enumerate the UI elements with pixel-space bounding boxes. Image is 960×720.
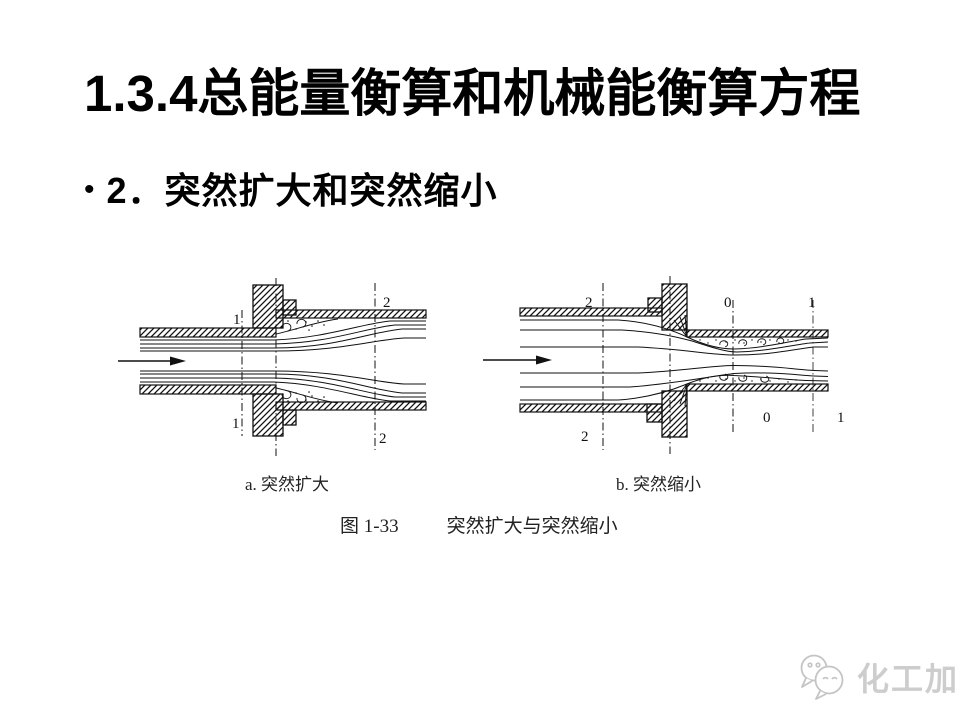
stipple-dots bbox=[699, 377, 797, 383]
large-pipe-top-wall bbox=[275, 309, 427, 319]
figure-number: 图 1-33 bbox=[340, 516, 399, 537]
eddy-top bbox=[699, 337, 797, 348]
corner-fan bbox=[673, 314, 688, 338]
flange bbox=[646, 283, 688, 438]
label-1-top: 1 bbox=[233, 312, 241, 328]
stipple-dots bbox=[279, 320, 325, 331]
small-pipe-bottom-wall bbox=[686, 383, 829, 392]
small-pipe-top-wall bbox=[139, 327, 277, 338]
streamlines bbox=[140, 318, 426, 404]
label-0-bottom: 0 bbox=[763, 410, 771, 426]
small-pipe-top-wall bbox=[686, 329, 829, 338]
large-pipe-bottom-wall bbox=[275, 401, 427, 411]
corner-fan bbox=[673, 383, 688, 407]
page-title: 1.3.4总能量衡算和机械能衡算方程 bbox=[84, 65, 861, 122]
label-1-bottom: 1 bbox=[232, 416, 240, 432]
flange-top-block bbox=[252, 284, 284, 329]
bullet-line: • 2．突然扩大和突然缩小 bbox=[84, 162, 498, 214]
eddy-top bbox=[279, 318, 325, 332]
section-lines bbox=[602, 283, 814, 450]
label-0-top: 0 bbox=[724, 295, 732, 311]
bullet-text: 2．突然扩大和突然缩小 bbox=[106, 170, 498, 211]
flange-top-step bbox=[282, 299, 297, 316]
label-2-bottom: 2 bbox=[581, 429, 589, 445]
caption-sudden-expansion: a. 突然扩大 bbox=[245, 475, 330, 494]
chat-bubbles-icon bbox=[800, 654, 844, 700]
flange-bottom-step bbox=[646, 403, 663, 423]
section-lines bbox=[241, 283, 376, 450]
figure-caption: 图 1-33 突然扩大与突然缩小 bbox=[340, 511, 618, 538]
small-pipe-bottom-wall bbox=[139, 384, 277, 395]
sudden-expansion-diagram: 1 1 2 2 bbox=[118, 278, 427, 456]
section-labels: 1 1 2 2 bbox=[232, 295, 391, 447]
eddy-bottom bbox=[699, 373, 797, 383]
flange-bottom-step bbox=[282, 409, 297, 426]
flange-top-step bbox=[647, 297, 663, 313]
flow-arrow bbox=[118, 356, 186, 366]
watermark: 化工加 bbox=[795, 652, 959, 702]
caption-sudden-contraction: b. 突然缩小 bbox=[616, 475, 701, 494]
large-pipe-bottom-wall bbox=[519, 403, 663, 413]
flange bbox=[252, 284, 297, 437]
label-2-top: 2 bbox=[585, 295, 593, 311]
bullet-marker: • bbox=[84, 173, 95, 206]
stipple-dots bbox=[279, 391, 325, 402]
flange-top-block bbox=[661, 283, 688, 331]
figure-title: 突然扩大与突然缩小 bbox=[446, 516, 618, 537]
label-1-top: 1 bbox=[808, 295, 816, 311]
eddy-bottom bbox=[279, 390, 325, 404]
watermark-text: 化工加 bbox=[857, 661, 960, 697]
flange-bottom-block bbox=[252, 393, 284, 437]
flow-arrow bbox=[483, 355, 552, 365]
flange-bottom-block bbox=[661, 390, 688, 438]
section-labels: 2 2 0 0 1 1 bbox=[581, 295, 845, 445]
label-1-bottom: 1 bbox=[837, 410, 845, 426]
label-2-bottom: 2 bbox=[379, 431, 387, 447]
sudden-contraction-diagram: 2 2 0 0 1 1 bbox=[483, 276, 845, 454]
label-2-top: 2 bbox=[383, 295, 391, 311]
stipple-dots bbox=[699, 339, 797, 344]
